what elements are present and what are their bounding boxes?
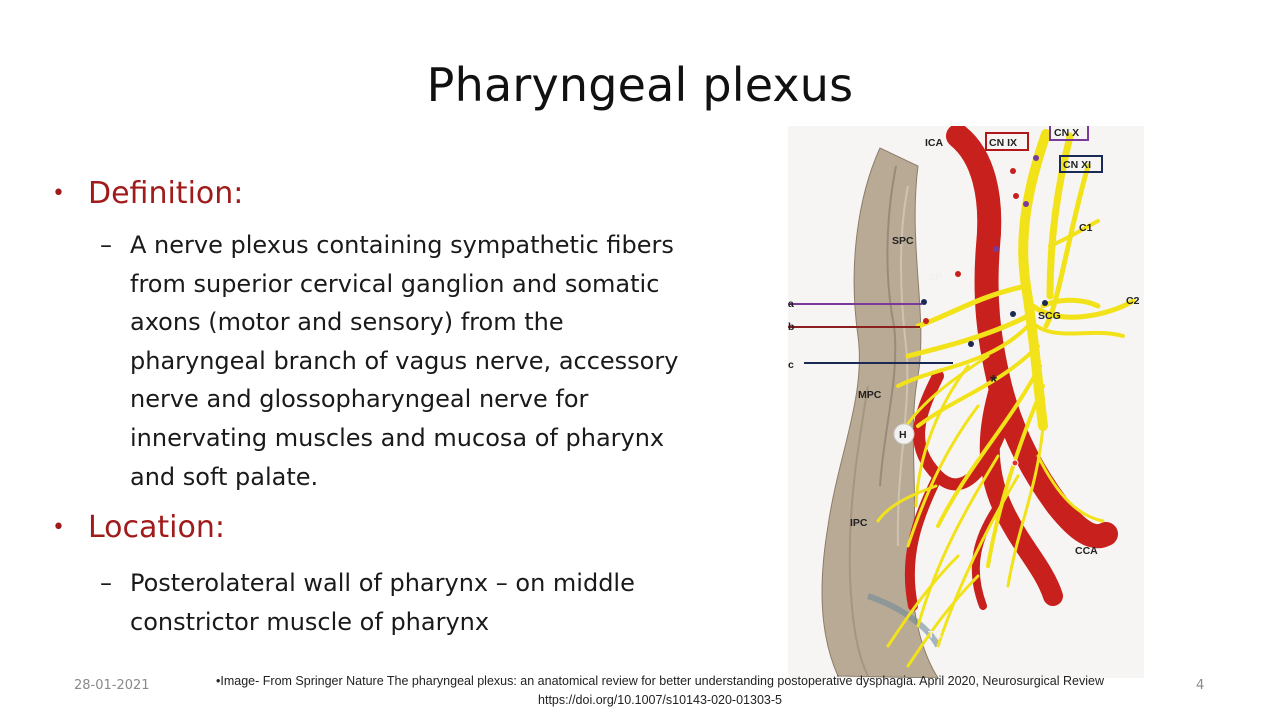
ipc-label: IPC [850,517,868,529]
mpc-label: MPC [858,389,882,401]
slide-number: 4 [1196,678,1205,693]
image-citation: •Image- From Springer Nature The pharyng… [150,672,1170,710]
cn9-box [985,132,1029,151]
definition-item: – A nerve plexus containing sympathetic … [100,226,690,496]
cn10-fiber-dot [1023,201,1029,207]
citation-doi: https://doi.org/10.1007/s10143-020-01303… [538,693,782,707]
artery-dot [1011,459,1019,467]
cn10-fiber-dot [1033,155,1039,161]
hyoid-marker [893,423,915,445]
cn10-box [1049,126,1089,141]
cn11-label: CN XI [1063,159,1091,171]
b-label: b [788,321,794,333]
ica-label: ICA [925,137,944,149]
cn11-fiber-dot [1010,311,1016,317]
citation-line-1: •Image- From Springer Nature The pharyng… [216,674,1104,688]
cn10-label: CN X [1054,127,1079,139]
cn9-fiber-dot [923,318,929,324]
h-label: H [899,429,907,441]
definition-heading-row: • Definition: [52,176,243,211]
thyroid-region [867,593,941,648]
a-label: a [788,298,794,310]
cn11-box [1059,155,1103,173]
cca-label: CCA [1075,545,1098,557]
tc-label: TC [928,629,942,641]
c2-label: C2 [1126,295,1140,307]
definition-heading: Definition: [88,176,244,211]
c-label: c [788,359,794,371]
definition-text: A nerve plexus containing sympathetic fi… [130,231,679,491]
location-heading: Location: [88,510,225,545]
slide-title: Pharyngeal plexus [426,58,854,112]
muscle-fiber-line [896,185,909,547]
pharyngeal-plexus-figure: ICA CN IX CN X CN XI C1 C2 SPC SP SCG a … [788,126,1144,678]
cn11-fiber-dot [1042,300,1048,306]
dash-icon: – [100,231,112,259]
star-label: * [990,372,997,392]
muscle-fiber-line [848,385,869,677]
location-text: Posterolateral wall of pharynx – on midd… [130,569,635,636]
cn9-fiber-dot [955,271,961,277]
cn11-fiber-dot [921,299,927,305]
cn9-fiber-dot [995,231,1001,237]
c1-label: C1 [1079,222,1093,234]
cn9-fiber-dot [1010,168,1016,174]
sp-label: SP [928,271,942,283]
arterial-branch [904,471,943,611]
spc-label: SPC [892,235,914,247]
cn9-label: CN IX [989,137,1017,149]
cn11-fiber-dot [968,341,974,347]
location-item: – Posterolateral wall of pharynx – on mi… [100,564,690,641]
scg-label: SCG [1038,310,1061,322]
location-heading-row: • Location: [52,510,225,545]
nerve-plexus [876,129,1136,668]
cn9-fiber-dot [1013,193,1019,199]
slide-date: 28-01-2021 [74,678,150,693]
bullet-icon: • [52,515,65,540]
bullet-icon: • [52,181,65,206]
dash-icon: – [100,569,112,597]
cn10-fiber-dot [993,246,999,252]
